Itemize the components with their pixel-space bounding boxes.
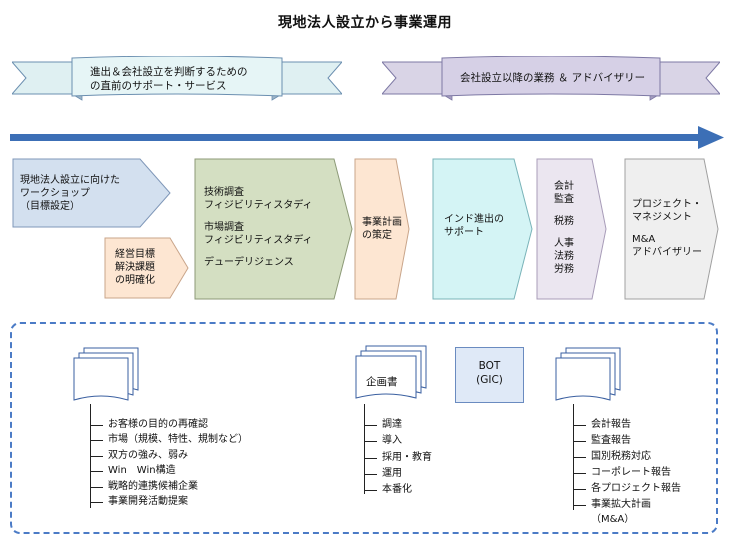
timeline-arrow [10, 126, 724, 149]
workshop-line2: ワークショップ [20, 188, 90, 199]
banner-right-text: 会社設立以降の業務 ＆ アドバイザリー [460, 72, 646, 84]
needs-analysis-list: お客様の目的の再確認 市場（規模、特性、規制など） 双方の強み、弱み Win W… [90, 417, 248, 509]
planning-line2: の策定 [362, 230, 392, 241]
list-item: お客様の目的の再確認 [90, 417, 248, 432]
pm-line1: プロジェクト・ [632, 199, 702, 210]
pm-line3: M&A [632, 234, 656, 245]
deliverables-panel [10, 322, 718, 534]
bot-line2: (GIC) [476, 374, 503, 386]
page-title: 現地法人設立から事業運用 [278, 15, 452, 31]
step-corporate-services: 会計 監査 税務 人事 法務 労務 [536, 158, 608, 300]
list-item: 採用・教育 [364, 450, 432, 466]
services-line2: 監査 [554, 194, 574, 205]
step-pm-advisory: プロジェクト・ マネジメント M&A アドバイザリー [624, 158, 720, 300]
list-item: 会計報告 [573, 417, 681, 433]
banner-left-line1: 進出＆会社設立を判断するための [90, 66, 248, 78]
bot-gic-box: BOT (GIC) [455, 347, 524, 403]
implementation-list: 調達 導入 採用・教育 運用 本番化 [364, 417, 432, 498]
list-item: 運用 [364, 466, 432, 482]
reporting-list: 会計報告 監査報告 国別税務対応 コーポレート報告 各プロジェクト報告 事業拡大… [573, 417, 681, 526]
list-item: 市場（規模、特性、規制など） [90, 432, 248, 447]
services-line4: 人事 [554, 238, 574, 249]
services-line3: 税務 [554, 216, 574, 227]
research-line4: フィジビリティスタディ [204, 235, 313, 246]
list-item: 双方の強み、弱み [90, 448, 248, 463]
document-stack-icon [73, 347, 139, 401]
pm-line4: アドバイザリー [632, 247, 702, 258]
list-item: 国別税務対応 [573, 449, 681, 465]
list-item: 導入 [364, 433, 432, 449]
india-line2: サポート [444, 227, 484, 238]
list-item: 各プロジェクト報告 [573, 481, 681, 497]
list-item: 調達 [364, 417, 432, 433]
list-item: Win Win構造 [90, 463, 248, 478]
research-line3: 市場調査 [204, 222, 244, 233]
pm-line2: マネジメント [632, 212, 692, 223]
research-line5: デューデリジェンス [204, 257, 294, 268]
goals-line2: 解決課題 [115, 262, 155, 273]
list-item: 事業拡大計画 [573, 497, 681, 513]
list-item: 戦略的連携候補企業 [90, 479, 248, 494]
services-line6: 労務 [554, 264, 574, 275]
bot-line1: BOT [478, 360, 501, 372]
list-item: 事業開発活動提案 [90, 494, 248, 509]
ribbon-right-shape [382, 56, 720, 101]
banner-post-establishment: 会社設立以降の業務 ＆ アドバイザリー [382, 56, 720, 106]
step-india-support: インド進出の サポート [432, 158, 534, 300]
step-workshop: 現地法人設立に向けた ワークショップ （目標設定） [12, 158, 172, 228]
list-item: コーポレート報告 [573, 465, 681, 481]
services-line5: 法務 [554, 251, 574, 262]
services-line1: 会計 [554, 181, 574, 192]
planning-line1: 事業計画 [362, 217, 402, 228]
india-line1: インド進出の [444, 214, 504, 225]
step-goals: 経営目標 解決課題 の明確化 [104, 237, 190, 299]
workshop-line1: 現地法人設立に向けた [20, 175, 120, 186]
workshop-line3: （目標設定） [20, 201, 80, 212]
step-business-plan: 事業計画 の策定 [354, 158, 410, 300]
banner-pre-establishment: 進出＆会社設立を判断するための の直前のサポート・サービス [12, 56, 342, 106]
step-research: 技術調査 フィジビリティスタディ 市場調査 フィジビリティスタディ デューデリジ… [194, 158, 354, 300]
report-stack-icon [555, 347, 621, 401]
ribbon-left-shape [12, 56, 342, 101]
list-item-continuation: （M&A） [591, 513, 635, 525]
plan-document-icon [355, 345, 427, 399]
plan-document-label: 企画書 [366, 376, 398, 388]
research-line2: フィジビリティスタディ [204, 200, 313, 211]
list-item: 監査報告 [573, 433, 681, 449]
research-line1: 技術調査 [204, 187, 244, 198]
list-item: 本番化 [364, 482, 432, 498]
goals-line3: の明確化 [115, 275, 155, 286]
goals-line1: 経営目標 [115, 249, 155, 260]
banner-left-line2: の直前のサポート・サービス [90, 80, 227, 92]
